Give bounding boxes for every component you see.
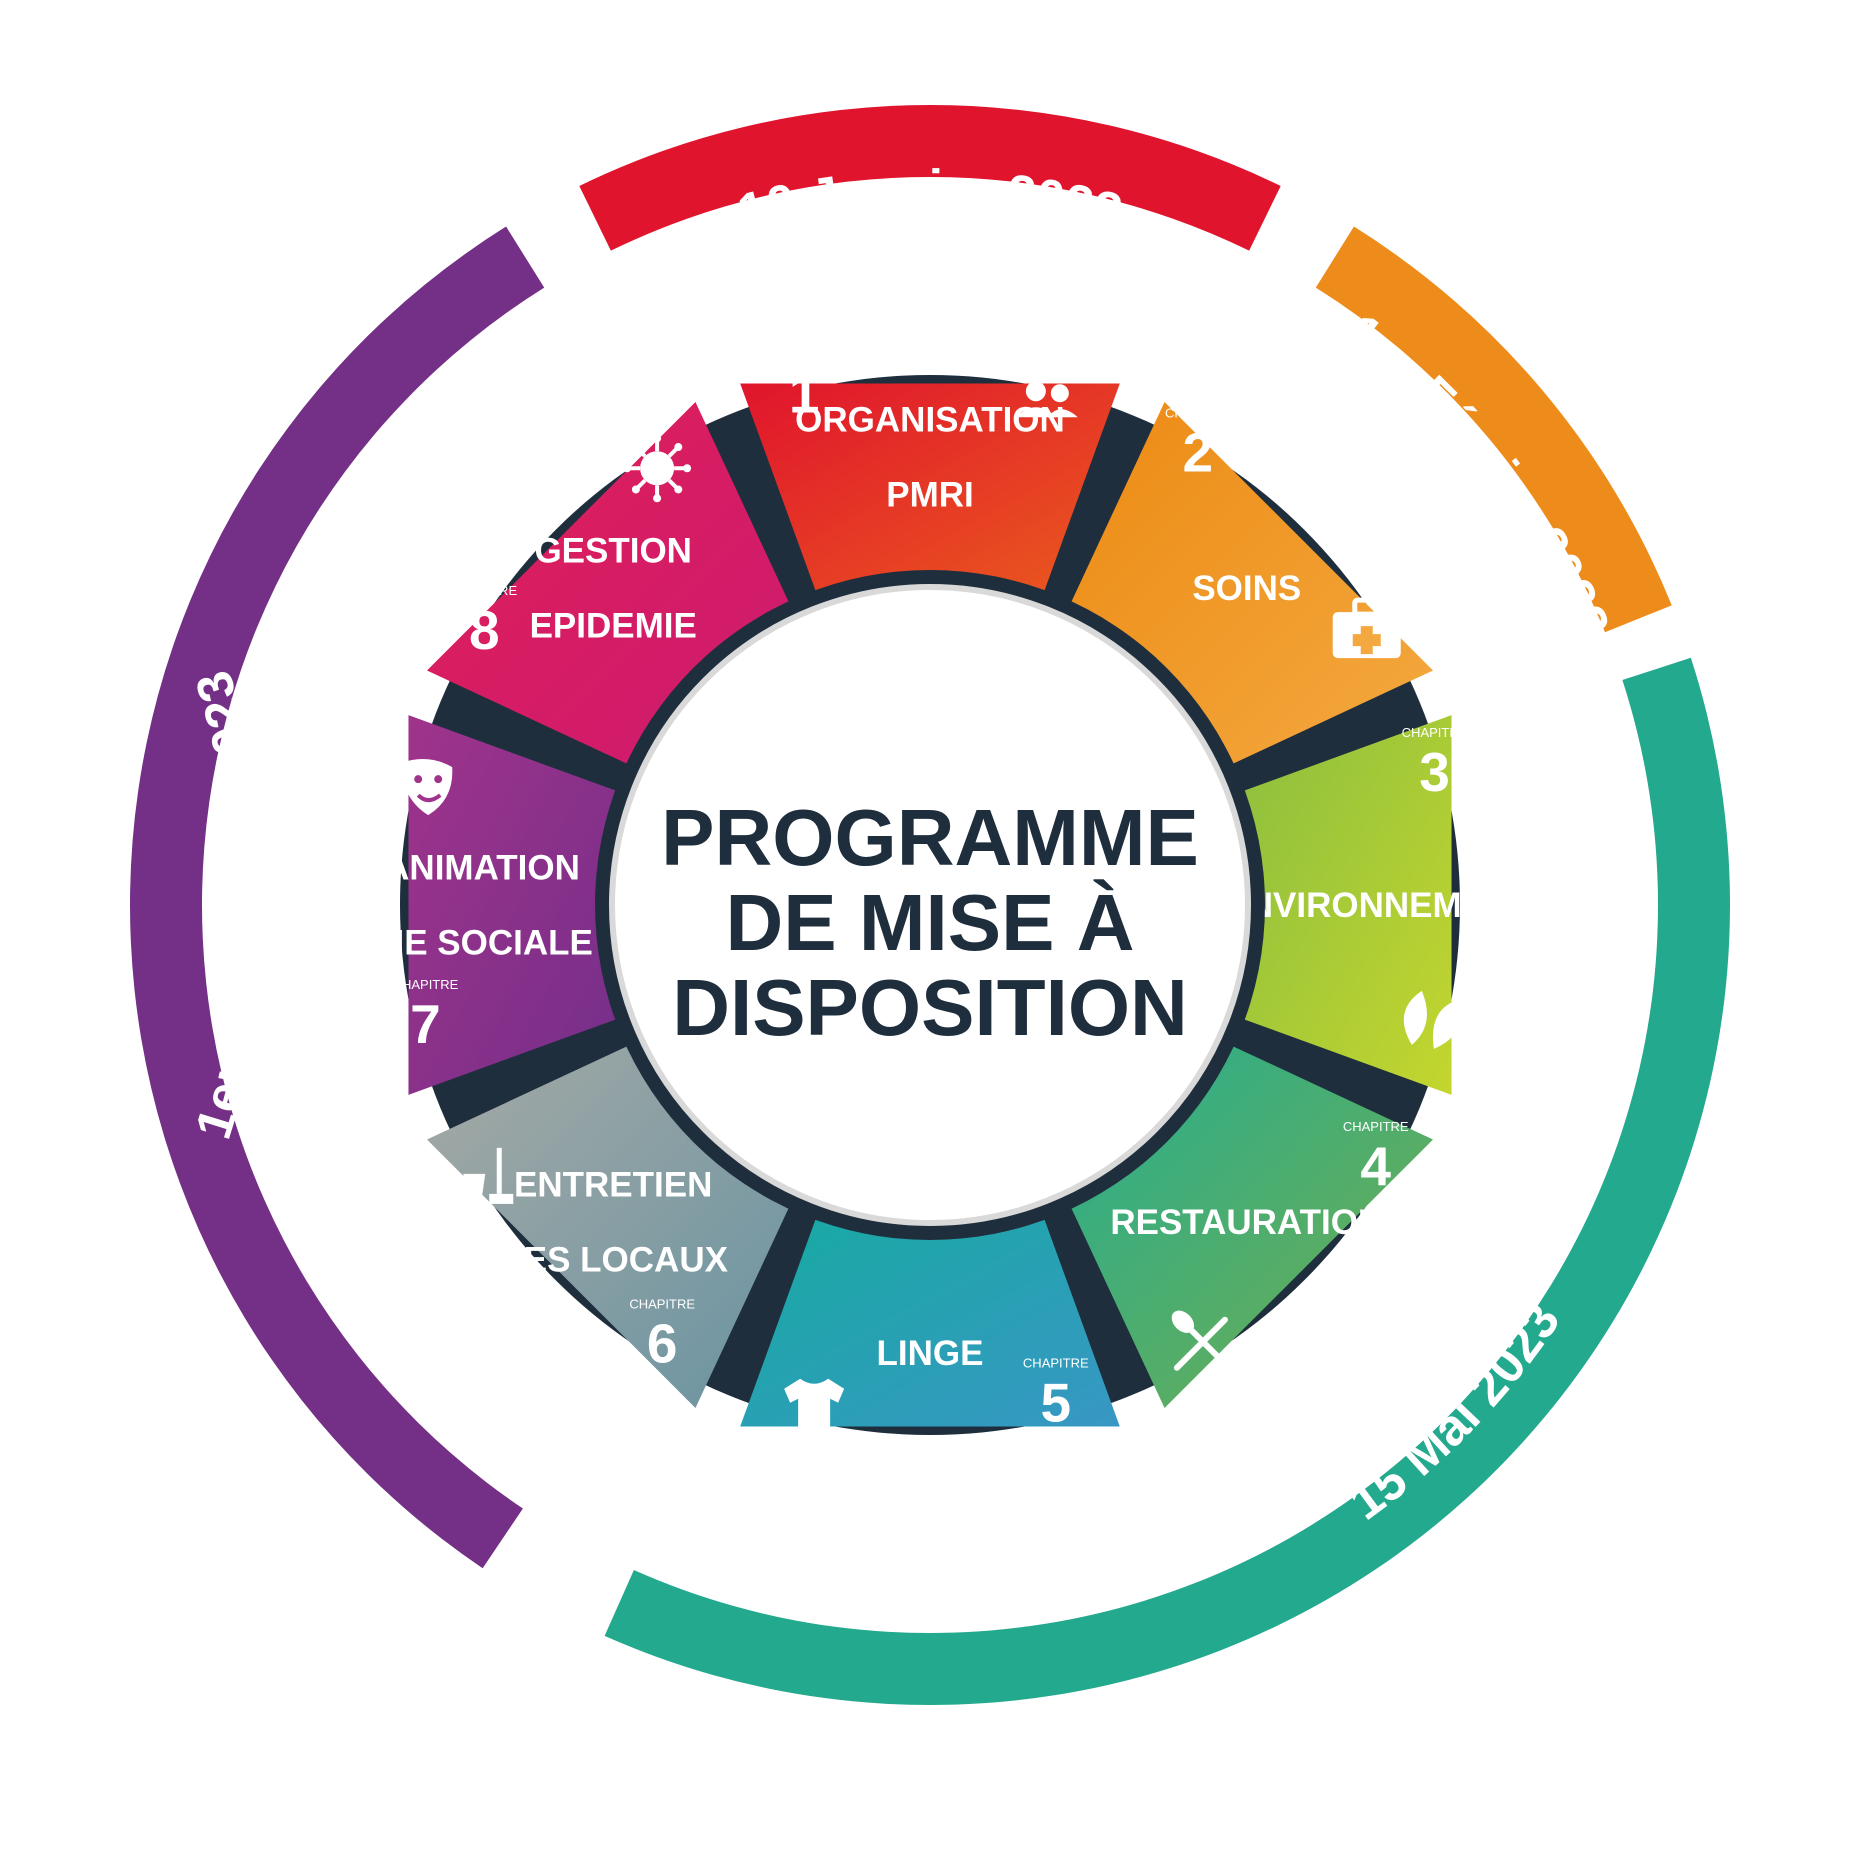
milestone-band	[604, 657, 1731, 1705]
chapter-title-line: ENVIRONNEMENT	[1224, 886, 1531, 925]
chapter-word: CHAPITRE	[1402, 725, 1468, 740]
chapter-wedge	[740, 383, 1120, 591]
milestone-arc-2	[1315, 226, 1672, 633]
chapter-title-line: ENTRETIEN	[514, 1165, 712, 1204]
chapter-number: 7	[410, 993, 441, 1055]
people-icon	[1015, 381, 1078, 418]
chapter-title-line: PMRI	[886, 476, 974, 515]
virus-icon	[623, 434, 692, 503]
milestone-band	[579, 105, 1281, 251]
chapter-wedge	[740, 1219, 1120, 1427]
tshirt-icon	[784, 1378, 845, 1435]
center-title-line-3: DISPOSITION	[672, 963, 1188, 1052]
chapter-title-line: EPIDEMIE	[530, 607, 697, 646]
chapter-wedge	[408, 715, 616, 1095]
chapter-number: 3	[1419, 741, 1450, 803]
milestone-arc-3	[604, 657, 1731, 1705]
chapter-title-line: SOINS	[1192, 569, 1301, 608]
leaves-icon	[1403, 990, 1463, 1049]
center-disc: PROGRAMME DE MISE À DISPOSITION	[595, 570, 1265, 1240]
chapter-number: 2	[1183, 421, 1214, 483]
chapter-title-line: ANIMATION	[384, 849, 580, 888]
milestone-band	[1315, 226, 1672, 633]
chapter-number: 4	[1360, 1135, 1391, 1197]
first-aid-kit-icon	[1332, 597, 1401, 659]
theater-mask-icon	[400, 758, 453, 816]
chapter-title-line: ORGANISATION	[795, 401, 1065, 440]
chapter-word: CHAPITRE	[451, 583, 517, 598]
chapter-title-line: DES LOCAUX	[498, 1240, 728, 1279]
chapter-wedge	[1244, 715, 1452, 1095]
center-title-line-2: DE MISE À	[726, 878, 1135, 967]
chapter-title-line: VIE SOCIALE	[371, 924, 593, 963]
chapter-word: CHAPITRE	[393, 977, 459, 992]
center-title-line-1: PROGRAMME	[661, 793, 1199, 882]
chapter-title-line: LINGE	[877, 1334, 984, 1373]
milestone-band	[129, 226, 545, 1569]
chapter-word: CHAPITRE	[1023, 1356, 1089, 1371]
chapter-title-line: GESTION	[534, 532, 692, 571]
chapter-word: CHAPITRE	[1165, 405, 1231, 420]
chapter-title-line: RESTAURATION	[1110, 1203, 1383, 1242]
chapter-word: CHAPITRE	[771, 346, 837, 361]
fork-spoon-icon	[1171, 1310, 1232, 1371]
chapter-number: 8	[469, 599, 500, 661]
chapter-number: 5	[1041, 1372, 1072, 1434]
chapter-word: CHAPITRE	[629, 1297, 695, 1312]
milestone-arc-1	[579, 105, 1281, 251]
chapter-word: CHAPITRE	[1343, 1119, 1409, 1134]
chapter-number: 6	[647, 1313, 678, 1375]
milestone-arc-4	[129, 226, 545, 1569]
bucket-mop-icon	[463, 1147, 514, 1204]
chapter-number: 1	[789, 362, 820, 424]
